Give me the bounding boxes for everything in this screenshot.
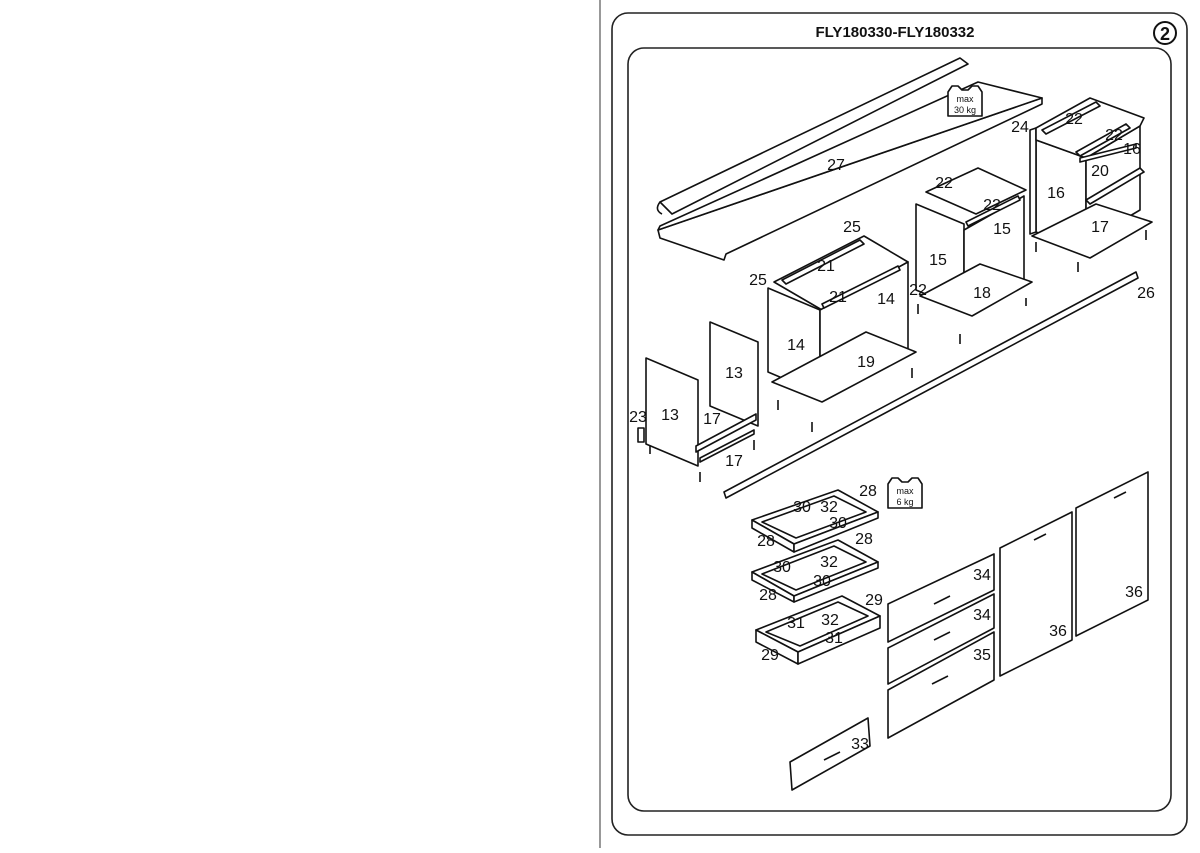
part-label-16: 16 (1047, 185, 1065, 202)
weight-value: 6 kg (896, 497, 913, 507)
model-title: FLY180330-FLY180332 (815, 24, 974, 41)
part-label-16: 16 (1123, 141, 1141, 158)
part-label-22: 22 (1105, 127, 1123, 144)
part-label-36: 36 (1049, 623, 1067, 640)
part-label-23: 23 (629, 409, 647, 426)
part-label-30: 30 (793, 499, 811, 516)
part-label-14: 14 (877, 291, 895, 308)
part-label-26: 26 (1137, 285, 1155, 302)
drawer-box-bottom (755, 595, 881, 665)
plinth-strip (723, 271, 1139, 499)
worktop (656, 57, 1043, 261)
part-label-28: 28 (859, 483, 877, 500)
cabinet-center (767, 235, 917, 432)
part-label-34: 34 (973, 567, 991, 584)
part-label-27: 27 (827, 157, 845, 174)
part-label-33: 33 (851, 736, 869, 753)
part-label-25: 25 (749, 272, 767, 289)
part-label-17: 17 (1091, 219, 1109, 236)
part-label-32: 32 (820, 554, 838, 571)
part-label-30: 30 (813, 573, 831, 590)
part-label-19: 19 (857, 354, 875, 371)
drawer-front-2 (887, 593, 995, 685)
door-right (1075, 471, 1149, 637)
part-label-28: 28 (759, 587, 777, 604)
outer-frame (611, 12, 1188, 836)
part-label-21: 21 (829, 289, 847, 306)
drawer-box-top (751, 489, 879, 553)
part-label-29: 29 (865, 592, 883, 609)
step-badge: 2 (1153, 21, 1177, 45)
step-number: 2 (1160, 24, 1170, 44)
drawer-box-middle (751, 539, 879, 603)
part-label-36: 36 (1125, 584, 1143, 601)
door-left (999, 511, 1073, 677)
part-label-22: 22 (909, 282, 927, 299)
drawer-front-3 (887, 631, 995, 739)
part-label-13: 13 (725, 365, 743, 382)
part-label-21: 21 (817, 258, 835, 275)
part-label-15: 15 (929, 252, 947, 269)
weight-max-label: max (956, 94, 974, 104)
part-label-17: 17 (703, 411, 721, 428)
weight-limit-30kg: max 30 kg (947, 85, 983, 117)
plinth-drawer-front (789, 717, 871, 791)
part-label-31: 31 (825, 630, 843, 647)
weight-value: 30 kg (954, 105, 976, 115)
part-label-17: 17 (725, 453, 743, 470)
weight-limit-6kg: max 6 kg (887, 477, 923, 509)
part-label-28: 28 (757, 533, 775, 550)
inner-frame (627, 47, 1172, 812)
part-label-35: 35 (973, 647, 991, 664)
part-label-29: 29 (761, 647, 779, 664)
part-label-32: 32 (820, 499, 838, 516)
cabinet-middle (915, 167, 1033, 344)
part-label-22: 22 (1065, 111, 1083, 128)
part-label-25: 25 (843, 219, 861, 236)
part-label-14: 14 (787, 337, 805, 354)
part-label-30: 30 (829, 515, 847, 532)
part-label-30: 30 (773, 559, 791, 576)
part-label-24: 24 (1011, 119, 1029, 136)
part-label-20: 20 (1091, 163, 1109, 180)
part-label-31: 31 (787, 615, 805, 632)
cabinet-right (1029, 97, 1153, 272)
part-label-22: 22 (935, 175, 953, 192)
part-label-13: 13 (661, 407, 679, 424)
part-label-18: 18 (973, 285, 991, 302)
part-label-15: 15 (993, 221, 1011, 238)
cabinet-left (637, 321, 759, 482)
part-label-32: 32 (821, 612, 839, 629)
weight-max-label: max (896, 486, 914, 496)
part-label-22: 22 (983, 197, 1001, 214)
step-circle (1153, 21, 1177, 45)
part-label-28: 28 (855, 531, 873, 548)
part-label-34: 34 (973, 607, 991, 624)
drawer-front-1 (887, 553, 995, 643)
